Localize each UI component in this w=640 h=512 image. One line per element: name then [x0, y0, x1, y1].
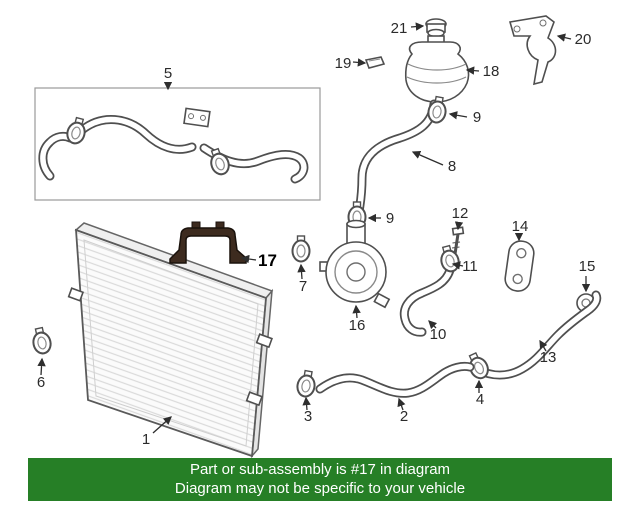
part-reservoir-cap-21: [425, 18, 447, 38]
part-hose-2: [315, 361, 475, 398]
callout-label-4: 4: [476, 391, 484, 408]
leader-line-18: [465, 66, 480, 75]
leader-line-12: [454, 221, 464, 231]
callout-label-7: 7: [299, 278, 307, 295]
part-hose-8: [354, 99, 439, 217]
info-banner: Part or sub-assembly is #17 in diagram D…: [28, 458, 612, 501]
leader-line-7: [297, 263, 306, 280]
part-clamp-11: [436, 243, 462, 275]
leader-line-13: [539, 339, 548, 352]
leader-line-10: [428, 320, 438, 330]
part-clamp-7: [291, 235, 311, 263]
part-reservoir-18: [404, 35, 470, 103]
callout-label-5: 5: [164, 65, 172, 82]
part-gasket-14: [504, 240, 535, 292]
part-hose-assembly-box: [34, 87, 321, 201]
callout-label-2: 2: [400, 408, 408, 425]
banner-line1: Part or sub-assembly is #17 in diagram: [189, 461, 451, 478]
callout-label-16: 16: [349, 317, 366, 334]
callout-label-14: 14: [512, 218, 529, 235]
leader-line-1: [152, 416, 172, 434]
callout-label-18: 18: [483, 63, 500, 80]
leader-line-21: [410, 22, 425, 31]
callout-label-20: 20: [575, 31, 592, 48]
leader-line-2: [397, 397, 406, 411]
callout-label-19: 19: [335, 55, 352, 72]
leader-line-11: [451, 261, 464, 270]
part-bracket-17-highlighted: [169, 221, 247, 264]
part-bracket-20: [508, 15, 557, 86]
leader-line-16: [352, 304, 361, 319]
banner-line2: Diagram may not be specific to your vehi…: [174, 480, 466, 497]
callout-label-9a: 9: [473, 109, 481, 126]
callout-label-13: 13: [540, 349, 557, 366]
leader-line-8: [411, 150, 444, 166]
callout-label-10: 10: [430, 326, 447, 343]
callout-label-15: 15: [579, 258, 596, 275]
leader-line-20: [556, 33, 572, 42]
callout-label-12: 12: [452, 205, 469, 222]
leader-line-19: [352, 58, 367, 67]
leader-line-3: [302, 396, 311, 411]
callout-label-3: 3: [304, 408, 312, 425]
callout-label-8: 8: [448, 158, 456, 175]
leader-line-9a: [448, 111, 468, 120]
part-clip-19: [364, 56, 386, 69]
callout-label-21: 21: [391, 20, 408, 37]
callout-label-11: 11: [462, 258, 478, 275]
diagram-canvas: 21 20 19 18 5 9 8 9 12 14 17 15 11 7 16 …: [29, 15, 602, 459]
part-hose-13: [471, 290, 602, 380]
part-bolt-12: [451, 226, 465, 255]
leader-line-6: [37, 357, 46, 376]
part-clamp-6: [29, 325, 54, 357]
callout-label-17-highlighted: 17: [258, 251, 277, 270]
callout-leader-lines: [37, 22, 591, 434]
part-radiator: [67, 222, 274, 459]
callout-label-6: 6: [37, 374, 45, 391]
part-water-pump-16: [319, 219, 391, 309]
callout-labels: 21 20 19 18 5 9 8 9 12 14 17 15 11 7 16 …: [37, 20, 596, 448]
callout-label-9b: 9: [386, 210, 394, 227]
part-clamp-3: [294, 368, 318, 399]
callout-label-1: 1: [142, 431, 150, 448]
leader-line-17: [240, 254, 257, 264]
part-hose-10: [399, 265, 455, 337]
